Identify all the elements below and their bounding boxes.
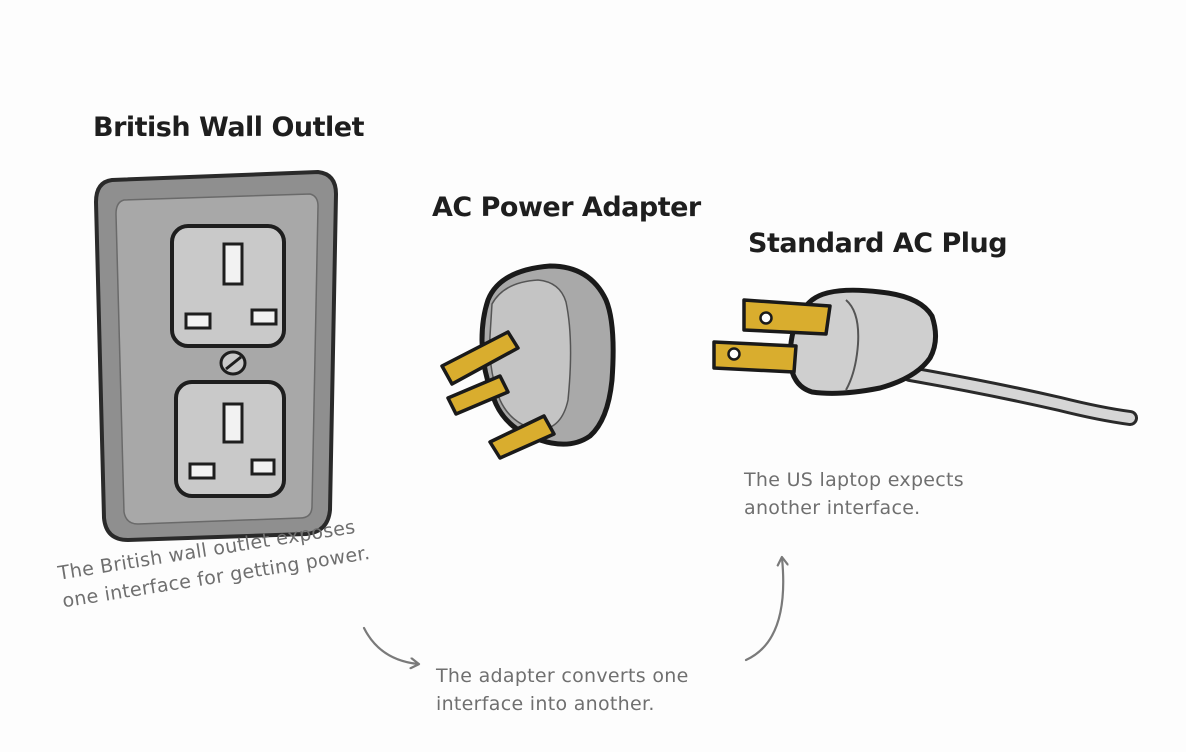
adapter-face — [488, 279, 572, 431]
upper-socket — [170, 224, 286, 348]
ac-power-adapter-icon — [440, 263, 616, 460]
arrow-outlet-to-adapter — [362, 626, 418, 664]
standard-ac-plug-icon — [712, 287, 1138, 426]
lower-socket — [174, 380, 286, 498]
adapter-prong-middle — [446, 374, 510, 416]
outlet-screw-icon — [219, 350, 247, 376]
british-wall-outlet-icon — [94, 170, 338, 542]
ac-power-adapter-title: AC Power Adapter — [432, 192, 701, 223]
plug-note: The US laptop expects another interface. — [744, 466, 964, 522]
british-wall-outlet-title: British Wall Outlet — [93, 112, 365, 143]
adapter-prong-top — [440, 330, 520, 386]
adapter-prong-bottom — [488, 414, 556, 460]
plug-note-line-1: The US laptop expects — [744, 469, 964, 491]
lower-right-slot — [250, 458, 276, 476]
lower-left-slot — [188, 462, 216, 480]
upper-earth-slot — [222, 242, 244, 286]
adapter-note: The adapter converts one interface into … — [436, 662, 689, 718]
adapter-note-line-1: The adapter converts one — [436, 665, 689, 687]
plug-note-line-2: another interface. — [744, 497, 921, 519]
standard-ac-plug-title: Standard AC Plug — [748, 228, 1008, 259]
upper-right-slot — [250, 308, 278, 326]
plug-prong-top — [742, 298, 832, 336]
arrow-adapter-to-plug — [744, 558, 783, 662]
lower-earth-slot — [222, 402, 244, 444]
adapter-note-line-2: interface into another. — [436, 693, 655, 715]
plug-prong-bottom — [712, 340, 798, 374]
upper-left-slot — [184, 312, 212, 330]
